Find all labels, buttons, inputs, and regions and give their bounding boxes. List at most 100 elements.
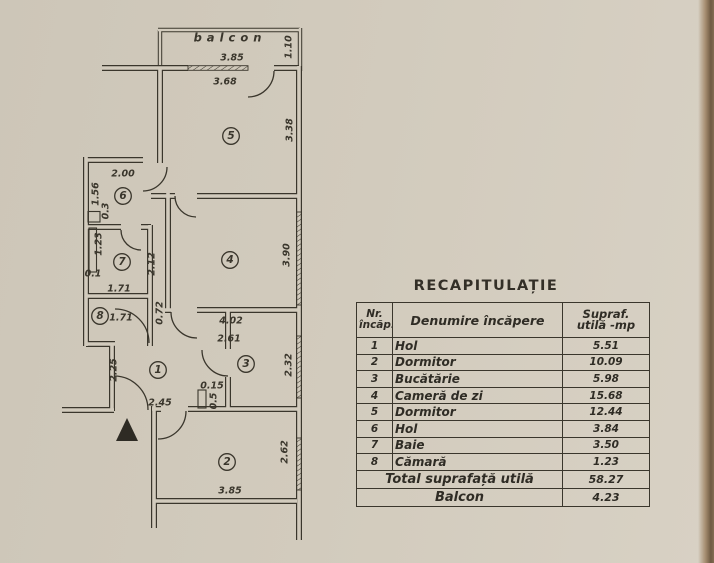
- dimension-label: 1.71: [107, 284, 130, 295]
- dimension-label: 0.5: [209, 392, 220, 409]
- room-number: 2: [223, 456, 230, 468]
- door-arc-balcony: [247, 70, 275, 98]
- room-number-circle: [114, 187, 132, 205]
- windows: [187, 65, 302, 491]
- area-cell: 3.50: [562, 436, 650, 455]
- dimension-label: 0.3: [101, 202, 112, 219]
- room-nr-cell: 3: [356, 370, 393, 388]
- room-number: 5: [227, 130, 234, 142]
- room-number: 7: [118, 256, 126, 268]
- room-number-circle: [113, 253, 131, 271]
- window: [187, 65, 249, 71]
- area-cell: 3.84: [562, 419, 650, 438]
- door-arc-room4-top: [174, 195, 197, 218]
- dimension-label: 2.61: [217, 334, 240, 345]
- footer-label-cell: Balcon: [356, 487, 563, 507]
- room-number: 8: [96, 310, 103, 322]
- dimension-label: 3.85: [218, 486, 242, 497]
- dimension-label: 2.00: [111, 169, 135, 180]
- room-nr-cell: 8: [356, 453, 393, 471]
- dimension-label: 0.1: [85, 269, 102, 280]
- room-number: 3: [242, 358, 249, 370]
- room-number-circle: [221, 251, 239, 269]
- area-cell: 5.98: [562, 370, 650, 388]
- room-number: 4: [225, 254, 233, 266]
- dimension-label: 2.12: [147, 252, 158, 276]
- room-name-cell: Baie: [392, 436, 563, 455]
- door-arc-room2: [157, 410, 187, 440]
- page-title: RECAPITULAȚIE: [413, 278, 559, 294]
- window: [296, 437, 302, 491]
- dimension-label: 3.68: [213, 77, 237, 88]
- room-number-circle: [91, 307, 109, 325]
- area-cell: 10.09: [562, 353, 650, 372]
- dimension-label: 1.71: [109, 313, 132, 324]
- table-header-row: Nr. încăp. Denumire încăpere Supraf. uti…: [356, 302, 650, 338]
- area-cell: 12.44: [562, 403, 650, 421]
- header-area: Supraf. utilă -mp: [562, 302, 650, 338]
- door-arc-kitchen: [201, 349, 229, 377]
- dimension-label: 3.38: [285, 118, 296, 142]
- dimension-label: 2.25: [109, 358, 120, 382]
- dimension-label: 0.15: [200, 381, 224, 392]
- door-arc-entrance: [113, 375, 149, 411]
- room-number-circle: [237, 355, 255, 373]
- doors: [113, 70, 275, 440]
- area-cell: 5.51: [562, 337, 650, 355]
- room-name-cell: Dormitor: [392, 353, 563, 372]
- window: [296, 335, 302, 399]
- room-number: 6: [119, 190, 126, 202]
- footer-label-cell: Total suprafață utilă: [356, 469, 563, 489]
- dimension-label: 0.72: [155, 301, 166, 325]
- door-arc-room4-bottom: [170, 311, 198, 339]
- wall-niche: [87, 210, 101, 223]
- dimension-label: 3.90: [282, 243, 293, 267]
- entrance-arrow-icon: [116, 418, 138, 441]
- dimension-label: 4.02: [218, 316, 243, 327]
- balcony-walls: [157, 27, 303, 71]
- room-name-cell: Bucătărie: [392, 370, 563, 388]
- room-nr-cell: 6: [356, 419, 393, 438]
- header-nr: Nr. încăp.: [356, 302, 393, 338]
- room-name-cell: Hol: [392, 419, 563, 438]
- room-name-cell: Cămară: [392, 453, 563, 471]
- area-cell: 1.23: [562, 453, 650, 471]
- recap-table: Nr. încăp. Denumire încăpere Supraf. uti…: [356, 302, 650, 507]
- room-nr-cell: 7: [356, 436, 393, 455]
- dimension-label: 3.85: [220, 53, 244, 64]
- kitchen-duct: [197, 389, 207, 409]
- balcony-label: balcon: [194, 31, 267, 45]
- bathtub: [88, 227, 98, 273]
- room-number: 1: [154, 364, 161, 376]
- dimension-label: 2.45: [148, 398, 172, 409]
- door-arc-pantry: [114, 308, 150, 344]
- door-arc-room5: [142, 166, 168, 192]
- dimension-label: 1.10: [284, 35, 295, 59]
- dimension-label: 2.32: [284, 353, 295, 377]
- room-nr-cell: 1: [356, 337, 393, 355]
- header-name: Denumire încăpere: [392, 302, 563, 338]
- room-nr-cell: 2: [356, 353, 393, 372]
- room-name-cell: Dormitor: [392, 403, 563, 421]
- room-number-circle: [218, 453, 236, 471]
- room-name-cell: Cameră de zi: [392, 386, 563, 405]
- room-name-cell: Hol: [392, 337, 563, 355]
- window: [296, 211, 302, 306]
- fixtures: [87, 210, 207, 409]
- footer-value-cell: 4.23: [562, 487, 650, 507]
- room-number-circle: [222, 127, 240, 145]
